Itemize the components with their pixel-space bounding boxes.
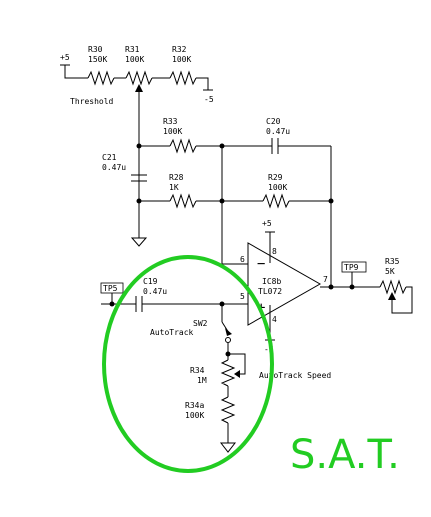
vee-label: -5	[264, 345, 274, 354]
c21-ref: C21	[102, 153, 117, 162]
threshold-divider: +5 R30 150K R31 100K R32 100K -5 Thresho…	[60, 45, 214, 238]
c19-value: 0.47u	[143, 287, 167, 296]
r34-wiper-arrow	[234, 370, 240, 378]
r34-wiper-loop	[228, 353, 246, 375]
r34-value: 1M	[197, 376, 207, 385]
opamp-minus-sign: −	[257, 256, 265, 272]
plus5-label-top: +5	[60, 53, 70, 62]
r31-wiper-arrow	[135, 84, 143, 92]
sw2-name: AutoTrack	[150, 328, 194, 337]
inverting-input-wire	[221, 146, 248, 265]
autotrack-section: SW2 AutoTrack R34 1M AutoTrack Speed R34…	[150, 304, 331, 453]
r35-wiper-loop	[391, 286, 413, 314]
wire-r32-minus5	[196, 77, 209, 90]
r34-potentiometer	[220, 359, 236, 387]
junction-output	[328, 284, 334, 290]
pin6-label: 6	[240, 255, 245, 264]
r29-ref: R29	[268, 173, 283, 182]
tp5-label: TP5	[103, 284, 118, 293]
r33-ref: R33	[163, 117, 178, 126]
r28-value: 1K	[169, 183, 179, 192]
r35-value: 5K	[385, 267, 395, 276]
c19-ref: C19	[143, 277, 158, 286]
r30-ref: R30	[88, 45, 103, 54]
opamp-ref: IC8b	[262, 277, 281, 286]
ground-symbol-bottom	[219, 442, 237, 453]
r34-ref: R34	[190, 366, 205, 375]
r34a-ref: R34a	[185, 401, 204, 410]
r31-value: 100K	[125, 55, 144, 64]
minus5-label-top: -5	[204, 95, 214, 104]
r28-ref: R28	[169, 173, 184, 182]
r33-value: 100K	[163, 127, 182, 136]
tp9-box	[341, 261, 367, 273]
sw2-ref: SW2	[193, 319, 208, 328]
opamp-ic8b: 6 5 7 8 4 − + IC8b TL072 +5 -5	[240, 219, 328, 354]
junction-r33	[136, 143, 142, 149]
sw2-arrow	[225, 328, 232, 336]
vcc-label: +5	[262, 219, 272, 228]
plus5-rail-top	[60, 64, 88, 79]
r31-ref: R31	[125, 45, 140, 54]
output-section: TP9 R35 5K	[320, 257, 413, 314]
r33-resistor	[169, 138, 197, 154]
pin5-label: 5	[240, 292, 245, 301]
r28-resistor	[169, 193, 197, 209]
r32-ref: R32	[172, 45, 187, 54]
c19-capacitor	[135, 296, 143, 312]
r29-resistor	[262, 193, 290, 209]
opamp-triangle	[247, 242, 322, 326]
threshold-label: Threshold	[70, 97, 114, 106]
c21-branch: C21 0.47u	[102, 153, 147, 182]
c20-ref: C20	[266, 117, 281, 126]
r33-c20-row: R33 100K C20 0.47u	[136, 117, 331, 154]
opamp-part: TL072	[258, 287, 282, 296]
pin7-label: 7	[323, 275, 328, 284]
c21-capacitor	[131, 174, 147, 182]
input-section: TP5 C19 0.47u	[100, 277, 248, 312]
r32-value: 100K	[172, 55, 191, 64]
r35-ref: R35	[385, 257, 400, 266]
pin8-label: 8	[272, 247, 277, 256]
highlight-circle	[102, 255, 274, 473]
r29-value: 100K	[268, 183, 287, 192]
r34a-resistor	[220, 396, 236, 424]
r31-potentiometer	[125, 70, 153, 86]
r35-potentiometer	[379, 279, 407, 295]
r32-resistor	[169, 70, 197, 86]
c20-value: 0.47u	[266, 127, 290, 136]
r35-wiper-arrow	[388, 292, 396, 300]
r30-value: 150K	[88, 55, 107, 64]
ground-symbol-left	[130, 237, 148, 247]
junction-r28	[136, 198, 142, 204]
r34a-value: 100K	[185, 411, 204, 420]
pin4-label: 4	[272, 315, 277, 324]
c20-capacitor	[271, 138, 279, 154]
sat-annotation: S.A.T.	[290, 432, 400, 478]
autotrack-speed-label: AutoTrack Speed	[259, 371, 331, 380]
r30-resistor	[87, 70, 115, 86]
c21-value: 0.47u	[102, 163, 126, 172]
r28-r29-row: R28 1K R29 100K	[136, 173, 334, 209]
sw2-contact	[225, 337, 231, 343]
tp9-label: TP9	[344, 263, 359, 272]
